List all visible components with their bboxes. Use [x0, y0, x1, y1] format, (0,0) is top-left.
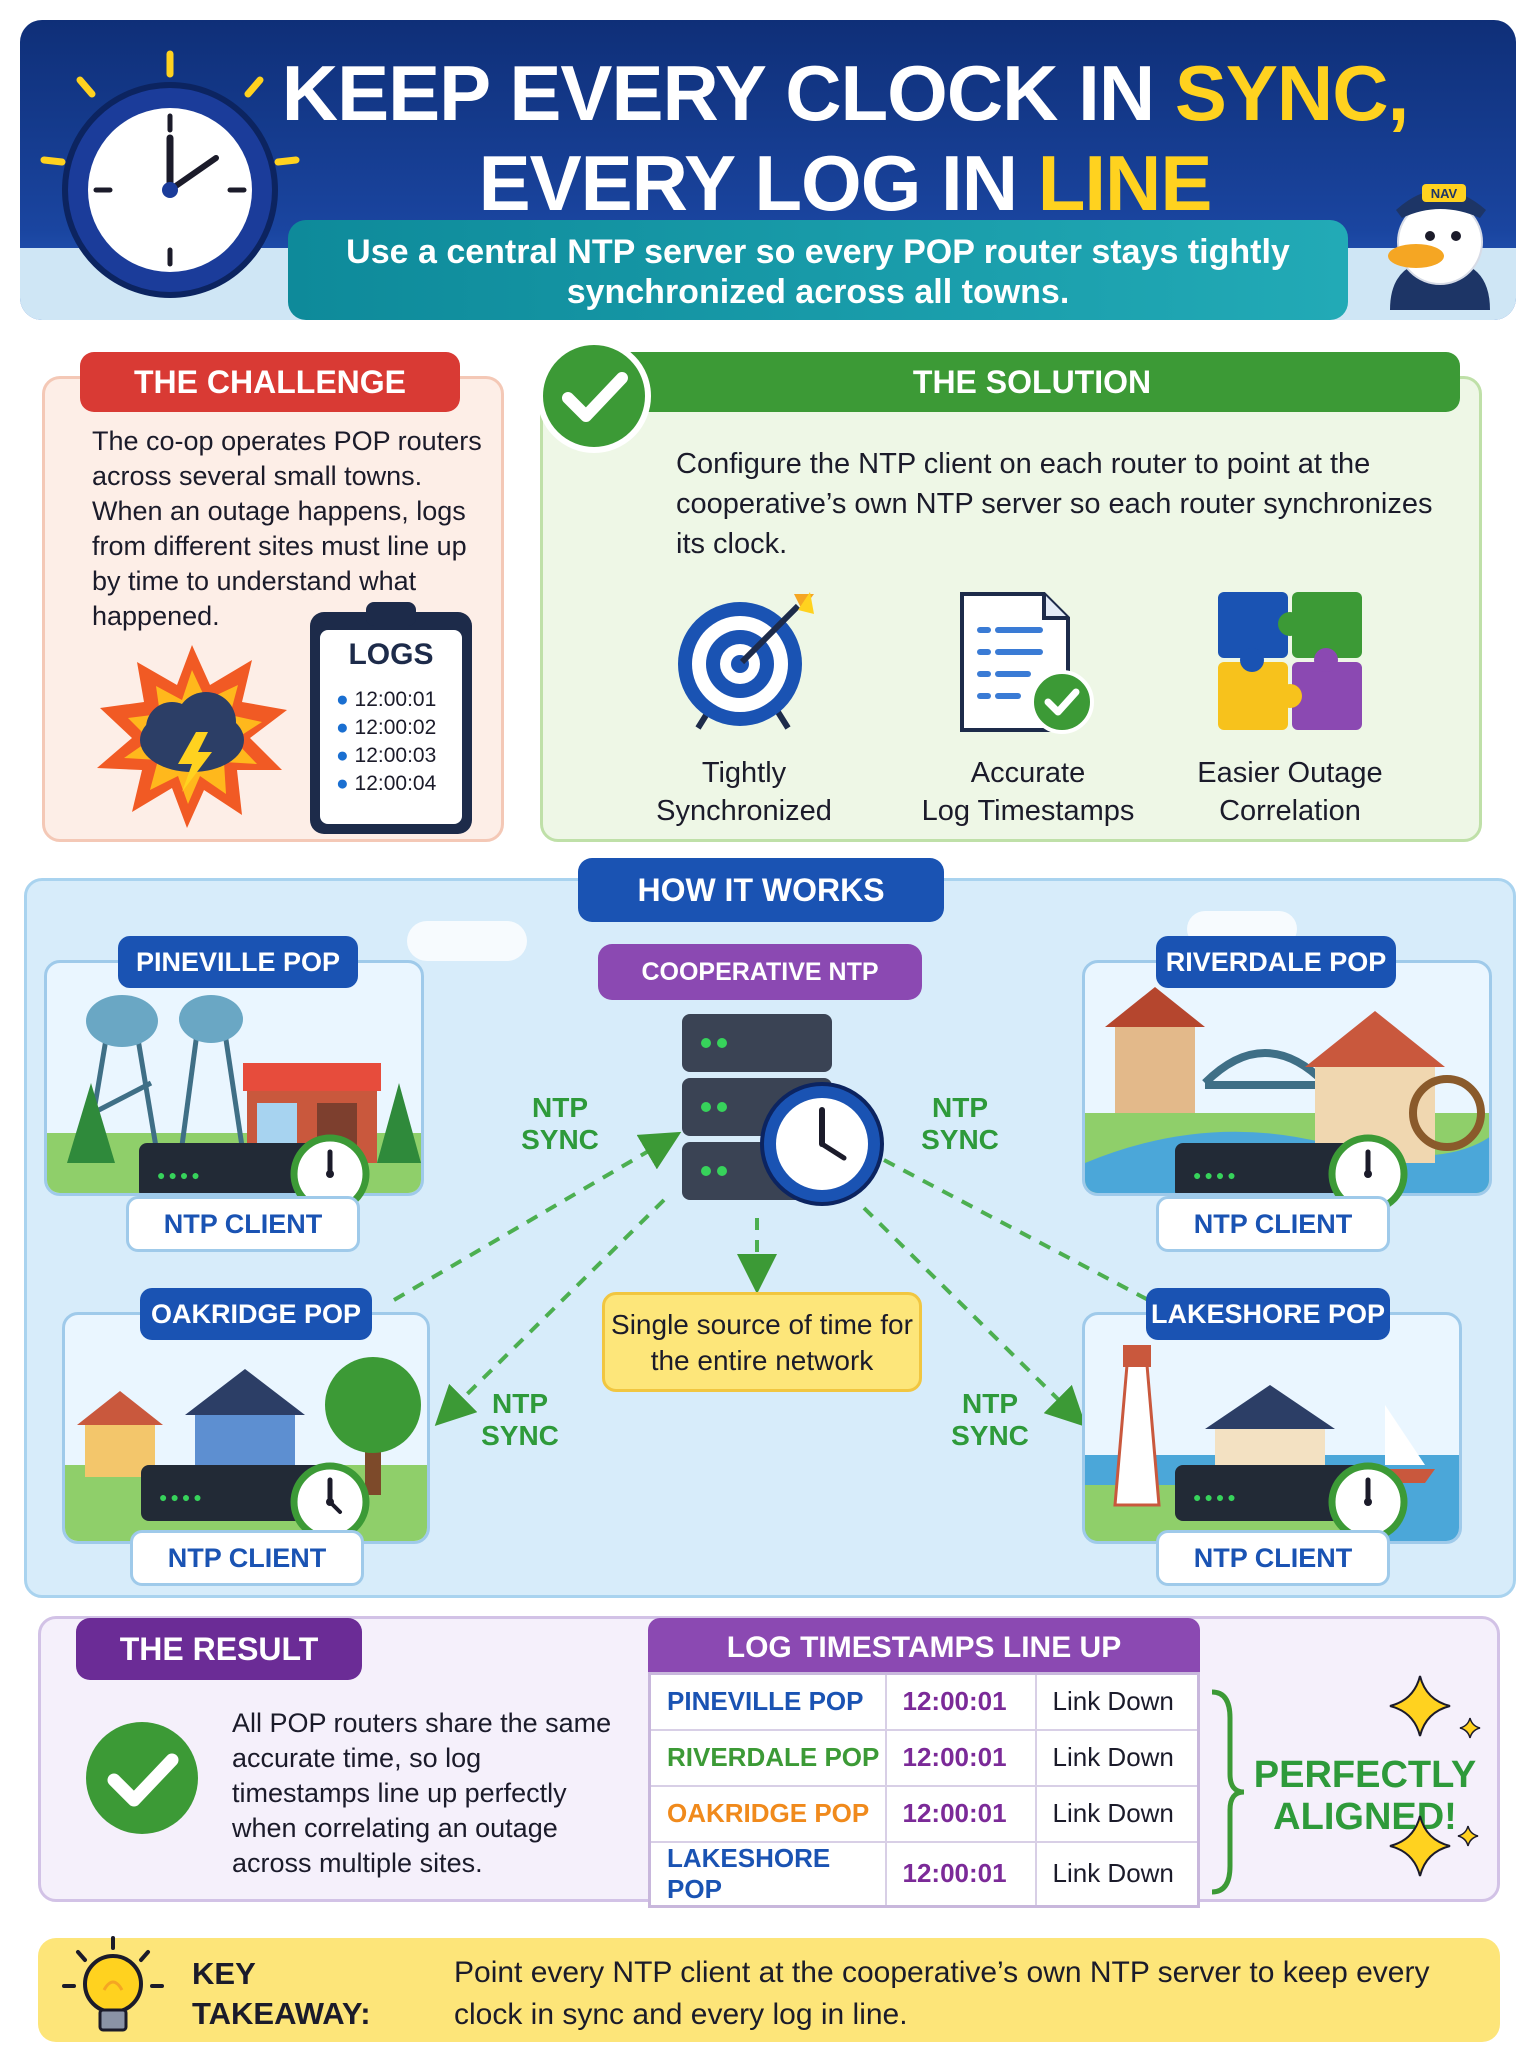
log-time: 12:00:01 — [884, 1672, 1037, 1731]
check-circle-icon — [86, 1722, 198, 1834]
check-circle-icon — [537, 339, 651, 453]
log-site: LAKESHORE POP — [648, 1840, 887, 1907]
single-source-note: Single source of time for the entire net… — [602, 1292, 922, 1392]
cloud-shape — [407, 921, 527, 961]
mascot-cap-text: NAV — [1431, 186, 1458, 201]
brace-icon — [1211, 1689, 1245, 1895]
log-entry: ● 12:00:04 — [336, 772, 437, 795]
result-text: All POP routers share the same accurate … — [232, 1708, 612, 1878]
takeaway-banner — [38, 1938, 1500, 2042]
log-event: Link Down — [1034, 1728, 1200, 1787]
log-site: PINEVILLE POP — [648, 1672, 887, 1731]
duck-mascot-icon: NAV — [1388, 184, 1490, 310]
takeaway-heading: KEY TAKEAWAY: — [192, 1956, 371, 2031]
town-label-oakridge: OAKRIDGE POP — [140, 1288, 372, 1340]
title-line-2: EVERY LOG IN LINE — [478, 139, 1213, 227]
lightbulb-icon — [62, 1936, 164, 2032]
solution-title: THE SOLUTION — [604, 352, 1460, 412]
log-time: 12:00:01 — [884, 1784, 1037, 1843]
router-leds: ●●●● — [159, 1489, 205, 1505]
puzzle-icon — [1218, 592, 1362, 730]
town-label-riverdale: RIVERDALE POP — [1156, 936, 1396, 988]
log-event: Link Down — [1034, 1840, 1200, 1907]
header-banner: KEEP EVERY CLOCK IN SYNC, EVERY LOG IN L… — [20, 20, 1516, 320]
town-label-pineville: PINEVILLE POP — [118, 936, 358, 988]
logs-title: LOGS — [348, 638, 434, 671]
how-it-works-title: HOW IT WORKS — [578, 858, 944, 922]
town-card-oakridge: ●●●● — [62, 1312, 430, 1544]
title-line-1: KEEP EVERY CLOCK IN SYNC, — [281, 49, 1410, 137]
ntp-server-icon — [682, 1014, 884, 1206]
server-label: COOPERATIVE NTP SERVER — [598, 944, 922, 1042]
log-site: OAKRIDGE POP — [648, 1784, 887, 1843]
town-label-lakeshore: LAKESHORE POP — [1146, 1288, 1390, 1340]
town-card-riverdale: ●●●● — [1082, 960, 1492, 1196]
document-check-icon — [960, 592, 1094, 734]
router-leds: ●●●● — [1193, 1489, 1239, 1505]
log-entry: ● 12:00:03 — [336, 744, 437, 767]
challenge-title: THE CHALLENGE — [80, 352, 460, 412]
clipboard-clip — [366, 602, 416, 626]
log-event: Link Down — [1034, 1784, 1200, 1843]
subtitle: Use a central NTP server so every POP ro… — [346, 233, 1290, 311]
target-icon — [678, 592, 814, 730]
logs-list: ● 12:00:01 ● 12:00:02 ● 12:00:03 ● 12:00… — [336, 686, 436, 798]
wall-clock-icon — [40, 50, 300, 298]
ntp-client-label: NTP CLIENT — [1156, 1530, 1390, 1586]
log-time: 12:00:01 — [884, 1728, 1037, 1787]
sparkle-icon — [1389, 1675, 1481, 1877]
ntp-client-label: NTP CLIENT — [130, 1530, 364, 1586]
router-leds: ●●●● — [157, 1167, 203, 1183]
router-leds: ●●●● — [1193, 1167, 1239, 1183]
ntp-client-label: NTP CLIENT — [1156, 1196, 1390, 1252]
logs-sheet: LOGS ● 12:00:01 ● 12:00:02 ● 12:00:03 ● … — [320, 630, 462, 824]
log-site: RIVERDALE POP — [648, 1728, 887, 1787]
sync-connections — [392, 1131, 1155, 1428]
clock-icon — [1328, 1462, 1408, 1542]
log-table-title: LOG TIMESTAMPS LINE UP — [648, 1618, 1200, 1678]
logs-clipboard: LOGS ● 12:00:01 ● 12:00:02 ● 12:00:03 ● … — [310, 602, 472, 834]
log-entry: ● 12:00:01 — [336, 688, 437, 711]
log-event: Link Down — [1034, 1672, 1200, 1731]
clock-icon — [290, 1134, 370, 1214]
solution-text: Configure the NTP client on each router … — [676, 448, 1433, 560]
storm-burst-icon — [97, 645, 287, 828]
log-time: 12:00:01 — [884, 1840, 1037, 1907]
log-entry: ● 12:00:02 — [336, 716, 437, 739]
challenge-text: The co-op operates POP routers across se… — [92, 426, 482, 631]
ntp-client-label: NTP CLIENT — [126, 1196, 360, 1252]
takeaway-text: Point every NTP client at the cooperativ… — [454, 1956, 1430, 2031]
result-title: THE RESULT — [76, 1618, 362, 1680]
subtitle-box: Use a central NTP server so every POP ro… — [288, 220, 1348, 320]
